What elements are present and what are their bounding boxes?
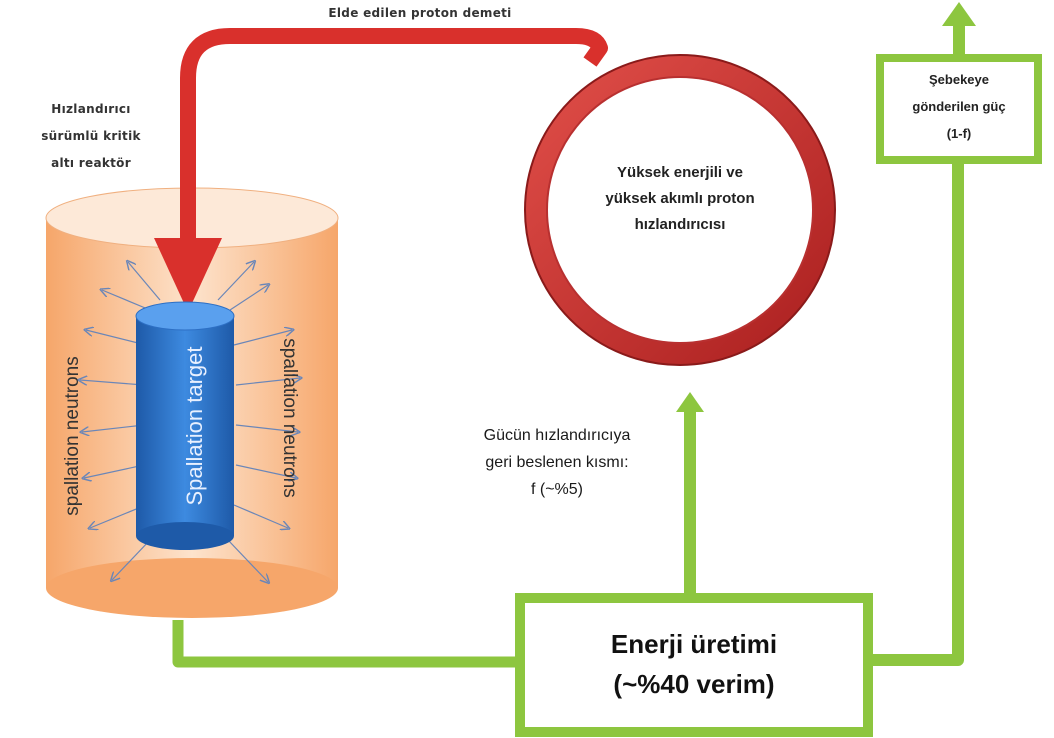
grid-box-line2: gönderilen güç — [912, 99, 1006, 114]
feedback-label-line2: geri beslenen kısmı: — [485, 454, 629, 471]
proton-beam-arrowhead — [154, 238, 222, 312]
feedback-shaft — [684, 408, 696, 596]
grid-box-line3: (1-f) — [946, 126, 972, 141]
reactor-label-line3: altı reaktör — [51, 156, 131, 170]
energy-box — [515, 593, 873, 737]
energy-box-label: Enerji üretimi (~%40 verim) — [525, 624, 863, 704]
feedback-label: Gücün hızlandırıcıya geri beslenen kısmı… — [438, 422, 676, 503]
proton-beam-arrow — [180, 28, 608, 240]
spallation-target — [135, 301, 235, 550]
grid-output-arrowhead — [942, 2, 976, 26]
reactor-label-line2: sürümlü kritik — [41, 129, 141, 143]
accelerator-label-line1: Yüksek enerjili ve — [617, 164, 743, 181]
grid-box-label: Şebekeye gönderilen güç (1-f) — [884, 66, 1034, 147]
grid-output-shaft — [953, 24, 965, 54]
energy-box-line2: (~%40 verim) — [613, 669, 775, 699]
neutron-arrows — [80, 262, 300, 582]
neutrons-left-label: spallation neutrons — [62, 356, 83, 516]
accelerator-ring — [524, 54, 836, 366]
accelerator-label-line3: hızlandırıcısı — [634, 216, 726, 233]
accelerator-label: Yüksek enerjili ve yüksek akımlı proton … — [570, 160, 790, 238]
energy-to-grid-pipe — [870, 160, 964, 666]
energy-box-line1: Enerji üretimi — [610, 629, 778, 659]
grid-box-line1: Şebekeye — [929, 72, 989, 87]
feedback-label-line3: f (~%5) — [530, 481, 583, 498]
target-label: Spallation target — [182, 347, 207, 506]
reactor-to-energy-pipe — [172, 620, 515, 668]
feedback-arrowhead — [676, 392, 704, 412]
neutrons-right-label: spallation neutrons — [279, 338, 300, 498]
reactor-label: Hızlandırıcı sürümlü kritik altı reaktör — [16, 96, 166, 177]
grid-box — [876, 54, 1042, 164]
reactor-label-line1: Hızlandırıcı — [51, 102, 131, 116]
accelerator-label-line2: yüksek akımlı proton — [605, 190, 755, 207]
beam-label: Elde edilen proton demeti — [328, 6, 512, 20]
feedback-label-line1: Gücün hızlandırıcıya — [483, 427, 631, 444]
